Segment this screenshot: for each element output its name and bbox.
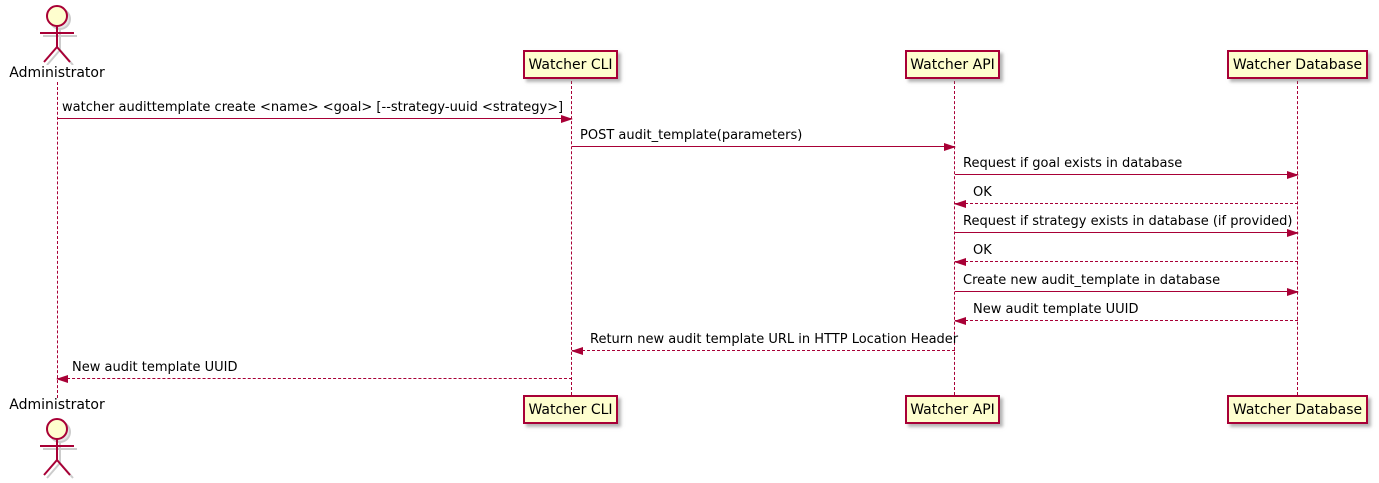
message-arrow <box>955 170 1299 179</box>
message-arrow <box>954 257 1298 266</box>
arrowhead-icon <box>954 199 966 208</box>
message-arrow <box>955 287 1299 296</box>
message-label: Request if goal exists in database <box>963 156 1183 171</box>
participant-watcher-api-bottom: Watcher API <box>905 395 1000 424</box>
message-request-strategy-exists: Request if strategy exists in database (… <box>955 214 1299 237</box>
message-label: watcher audittemplate create <name> <goa… <box>62 100 564 115</box>
message-arrow <box>954 199 1298 208</box>
message-new-uuid-to-admin: New audit template UUID <box>56 360 572 383</box>
participant-watcher-cli-top: Watcher CLI <box>523 50 618 79</box>
message-new-uuid-from-db: New audit template UUID <box>954 302 1298 325</box>
message-label: Request if strategy exists in database (… <box>963 214 1293 229</box>
lifeline-watcher-cli <box>571 81 572 395</box>
message-request-goal-exists: Request if goal exists in database <box>955 156 1299 179</box>
actor-icon <box>40 418 77 479</box>
arrowhead-icon <box>944 142 956 151</box>
message-arrow <box>57 114 573 123</box>
message-label: Create new audit_template in database <box>963 273 1221 288</box>
message-ok-goal: OK <box>954 185 1298 208</box>
arrowhead-icon <box>1287 228 1299 237</box>
arrowhead-icon <box>561 114 573 123</box>
message-label: OK <box>973 243 992 258</box>
participant-watcher-database-bottom: Watcher Database <box>1227 395 1368 424</box>
message-label: New audit template UUID <box>973 302 1139 317</box>
message-post-audit-template: POST audit_template(parameters) <box>572 128 956 151</box>
message-arrow <box>572 142 956 151</box>
message-label: POST audit_template(parameters) <box>580 128 803 143</box>
message-label: OK <box>973 185 992 200</box>
actor-label-administrator-top: Administrator <box>9 65 105 81</box>
arrowhead-icon <box>954 316 966 325</box>
message-create-audittemplate: watcher audittemplate create <name> <goa… <box>57 100 573 123</box>
participant-watcher-api-top: Watcher API <box>905 50 1000 79</box>
actor-label-administrator-bottom: Administrator <box>9 397 105 413</box>
lifeline-watcher-database <box>1297 81 1298 395</box>
actor-icon <box>40 5 77 65</box>
arrowhead-icon <box>954 257 966 266</box>
arrowhead-icon <box>1287 170 1299 179</box>
message-label: New audit template UUID <box>72 360 238 375</box>
message-create-in-database: Create new audit_template in database <box>955 273 1299 296</box>
lifeline-administrator <box>57 82 58 398</box>
participant-watcher-database-top: Watcher Database <box>1227 50 1368 79</box>
message-arrow <box>56 374 572 383</box>
arrowhead-icon <box>1287 287 1299 296</box>
lifeline-watcher-api <box>954 81 955 395</box>
message-arrow <box>954 316 1298 325</box>
message-arrow <box>571 346 955 355</box>
message-ok-strategy: OK <box>954 243 1298 266</box>
message-label: Return new audit template URL in HTTP Lo… <box>590 332 959 347</box>
arrowhead-icon <box>56 374 68 383</box>
participant-watcher-cli-bottom: Watcher CLI <box>523 395 618 424</box>
message-return-url-location-header: Return new audit template URL in HTTP Lo… <box>571 332 959 355</box>
arrowhead-icon <box>571 346 583 355</box>
message-arrow <box>955 228 1299 237</box>
